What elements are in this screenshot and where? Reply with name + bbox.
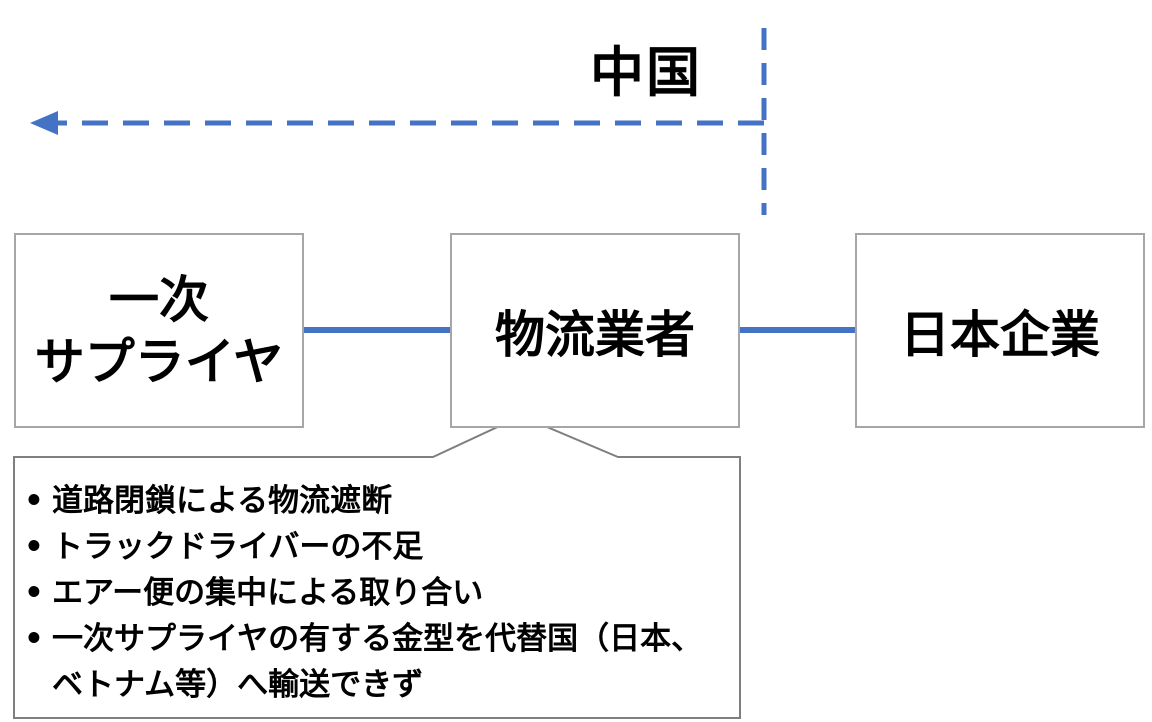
node-logistics-provider-label: 物流業者 <box>495 305 695 364</box>
node-primary-supplier-line2: サプライヤ <box>34 332 284 391</box>
node-primary-supplier: 一次 サプライヤ <box>14 233 304 428</box>
callout-item: トラックドライバーの不足 <box>22 524 722 570</box>
node-japanese-company: 日本企業 <box>855 233 1145 428</box>
callout-issue-list: 道路閉鎖による物流遮断 トラックドライバーの不足 エアー便の集中による取り合い … <box>22 478 722 708</box>
node-primary-supplier-line1: 一次 <box>109 270 209 329</box>
node-primary-supplier-label: 一次 サプライヤ <box>35 269 284 393</box>
region-label: 中国 <box>590 41 702 104</box>
arrowhead-left-icon <box>30 111 58 135</box>
node-japanese-company-label: 日本企業 <box>900 305 1100 364</box>
callout-item: エアー便の集中による取り合い <box>22 570 722 616</box>
callout-item: 道路閉鎖による物流遮断 <box>22 478 722 524</box>
node-logistics-provider: 物流業者 <box>450 233 740 428</box>
callout-item: 一次サプライヤの有する金型を代替国（日本、ベトナム等）へ輸送できず <box>22 616 722 708</box>
